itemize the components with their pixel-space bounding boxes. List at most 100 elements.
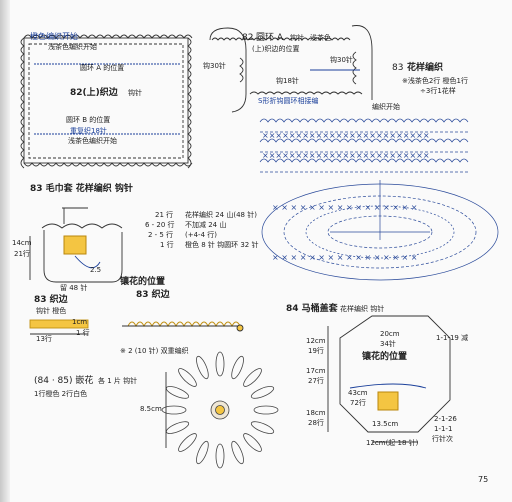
stitch-note: ※ 2 (10 针) 双重编织 xyxy=(120,347,189,355)
svg-text:× × × × × × × × × × × × × × ×: × × × × × × × × × × × × × × × × xyxy=(272,253,417,262)
dim-1-1-1: 1-1-1 xyxy=(434,425,453,433)
towel-flower-square xyxy=(63,235,87,255)
border-loops-top xyxy=(23,34,193,39)
flower-position-label: 镶花的位置 xyxy=(120,277,166,287)
pattern-83-flower-num: 83 xyxy=(392,63,404,73)
s-shape: S形折钩圆环相接编 xyxy=(258,97,319,105)
desc-cell-0: 花样编织 24 山(48 针) xyxy=(185,211,257,219)
ring-a-top-chain xyxy=(211,37,351,41)
svg-text:×××××××××××××××××××××××××: ××××××××××××××××××××××××× xyxy=(262,151,430,160)
label-light-brown-start: 浅茶色编织开始 xyxy=(48,43,97,51)
dim-27rows: 27行 xyxy=(308,377,324,385)
piece-82-outline xyxy=(23,37,189,164)
dim-14cm: 14cm xyxy=(12,239,32,247)
ring-a-left-arc xyxy=(209,27,247,113)
dim-20cm: 20cm xyxy=(380,330,400,338)
flower-color-note-1: ※浅茶色2行 橙色1行 xyxy=(402,77,468,85)
daisy xyxy=(161,351,279,469)
dim-43cm: 43cm xyxy=(348,389,368,397)
rows-cell-1: 6 - 20 行 xyxy=(145,221,175,229)
rows-cell-0: 21 行 xyxy=(155,211,174,219)
label-ring-a-position: 圆环 A 的位置 xyxy=(80,64,125,72)
hook-30: 钩30针 xyxy=(203,62,226,70)
ring-a-right-arc xyxy=(351,25,373,100)
dim-12cm-bottom: 12cm(起 18 针) xyxy=(366,439,419,447)
dim-1rows: 1 行 xyxy=(76,329,90,337)
embroidery-note: 1行橙色 2行白色 xyxy=(34,390,88,398)
stitch-marks: ××××××××××××××××××××××××× ××××××××××××××… xyxy=(262,131,430,262)
lid-sub: 花样编织 钩针 xyxy=(340,305,385,313)
book-spine xyxy=(0,0,10,502)
dim-135: 13.5cm xyxy=(372,420,399,428)
flower-position-label-2: 镶花的位置 xyxy=(362,352,408,362)
flower-pos-arrow xyxy=(74,255,101,269)
border-83-loops xyxy=(127,321,241,328)
lid-flower-arrow xyxy=(349,383,427,389)
ring-a-title-num: 82 xyxy=(242,33,254,43)
label-ring-b-hook: 重复织18针 xyxy=(70,127,107,135)
dim-2-1-26: 2-1-26 xyxy=(434,415,457,423)
dim-12cm: 12cm xyxy=(306,337,326,345)
ring-a-side-chain xyxy=(239,57,244,83)
dim-1cm: 1cm xyxy=(72,318,88,326)
dim-34: 34针 xyxy=(380,340,396,348)
dim-inc-row: 行针次 xyxy=(432,435,453,443)
desc-cell-2: (+4-4 行) xyxy=(185,231,217,239)
rows-cell-3: 1 行 xyxy=(160,241,174,249)
rows-cell-2: 2 - 5 行 xyxy=(148,231,174,239)
label-piece-82-upper: 82(上)织边 xyxy=(70,88,118,98)
desc-cell-3: 橙色 8 针 钩圆环 32 针 xyxy=(185,241,259,249)
section-83-towel: 83 毛巾套 花样编织 钩针 xyxy=(30,184,133,194)
border-83-bead xyxy=(236,324,244,332)
pattern-83-flower-title: 花样编织 xyxy=(407,63,444,73)
border-83-left-title: 83 织边 xyxy=(34,295,68,305)
ring-a-side-chain-right xyxy=(352,51,357,85)
piece-82-inner xyxy=(28,43,184,159)
label-light-brown-start-2: 浅茶色编织开始 xyxy=(68,137,117,145)
dim-72: 72行 xyxy=(350,399,366,407)
lid-title: 84 马桶盖套 xyxy=(286,304,338,314)
dim-85: 8.5cm xyxy=(140,405,162,413)
towel-cover-outline xyxy=(43,230,123,283)
lid-flower-square xyxy=(377,391,399,411)
border-83-hook: 钩针 橙色 xyxy=(36,307,67,315)
dim-1-1-19: 1-1-19 减 xyxy=(436,334,469,342)
flower-color-note-2: ÷3行1花样 xyxy=(420,87,456,95)
border-loops-left xyxy=(20,37,25,169)
dim-25: 2.5 xyxy=(90,266,102,274)
hook-18: 钩18针 xyxy=(276,77,299,85)
dim-17cm: 17cm xyxy=(306,367,326,375)
border-loops-bottom xyxy=(23,162,193,167)
embroidery-title: (84 · 85) 嵌花 xyxy=(34,376,94,386)
svg-text:× × × × × × × × × × × × × × ×: × × × × × × × × × × × × × × × × xyxy=(272,203,417,212)
label-orange-start: 橙色编织开始 xyxy=(30,32,78,41)
oval-chart xyxy=(261,180,499,281)
flower-chart xyxy=(259,118,469,173)
label-hook-82: 钩针 xyxy=(128,89,142,97)
lid-outline xyxy=(339,315,451,433)
ring-a-note: (上)织边的位置 xyxy=(252,45,300,53)
dim-13rows: 13行 xyxy=(36,335,52,343)
ring-a-color: 浅茶色 xyxy=(310,34,331,42)
dim-28rows: 28行 xyxy=(308,419,324,427)
ring-a-title-hook: 钩针 xyxy=(290,34,304,42)
dim-18cm: 18cm xyxy=(306,409,326,417)
embroidery-sub: 各 1 片 钩针 xyxy=(98,377,138,385)
ring-a-bottom-chain xyxy=(249,91,363,95)
desc-cell-1: 不加减 24 山 xyxy=(185,221,227,229)
ring-a-title: 圆环 A xyxy=(256,33,284,43)
dim-21rows: 21行 xyxy=(14,250,30,258)
hook-30-b: 钩30针 xyxy=(330,56,353,64)
border-83-strip-left xyxy=(29,319,89,329)
border-83-mid-title: 83 织边 xyxy=(136,290,170,300)
dim-48: 留 48 针 xyxy=(60,284,88,292)
dim-19rows: 19行 xyxy=(308,347,324,355)
svg-text:×××××××××××××××××××××××××: ××××××××××××××××××××××××× xyxy=(262,131,430,140)
border-loops-right xyxy=(187,37,192,169)
page-number: 75 xyxy=(478,475,489,484)
weave-start: 编织开始 xyxy=(372,103,400,111)
label-ring-b-position: 圆环 B 的位置 xyxy=(66,116,111,124)
towel-cover-top xyxy=(41,223,123,229)
